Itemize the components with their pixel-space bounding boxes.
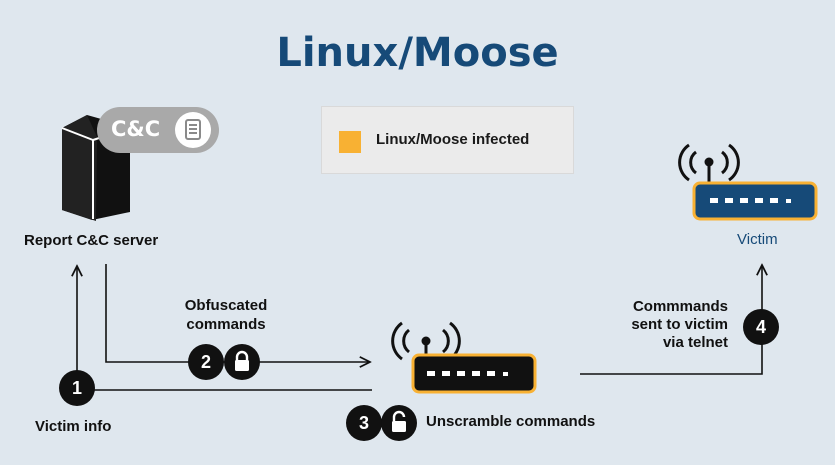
unscramble-label: Unscramble commands	[426, 413, 596, 430]
arrow-obfuscated-commands	[105, 264, 370, 362]
lock-icon	[224, 344, 260, 380]
commands-sent-label: Commmands sent to victim via telnet	[631, 298, 728, 351]
step-4-badge: 4	[743, 309, 779, 345]
victim-info-label: Victim info	[35, 418, 112, 435]
step-3-badge: 3	[346, 405, 382, 441]
router-icon-victim	[678, 143, 818, 221]
victim-label: Victim	[737, 231, 778, 248]
cnc-badge-text: C&C	[111, 117, 161, 141]
router-icon-infected	[391, 321, 537, 394]
document-icon	[175, 112, 211, 148]
cnc-badge: C&C	[97, 107, 219, 153]
step-2-badge: 2	[188, 344, 224, 380]
step-1-badge: 1	[59, 370, 95, 406]
server-label: Report C&C server	[24, 232, 159, 249]
arrow-commands-to-victim	[580, 265, 762, 375]
legend: Linux/Moose infected	[321, 106, 574, 174]
legend-swatch-infected	[339, 131, 361, 153]
obfuscated-commands-label: Obfuscated commands	[184, 297, 268, 333]
diagram-title: Linux/Moose	[276, 30, 559, 76]
unlock-icon	[381, 405, 417, 441]
legend-label: Linux/Moose infected	[376, 131, 530, 148]
